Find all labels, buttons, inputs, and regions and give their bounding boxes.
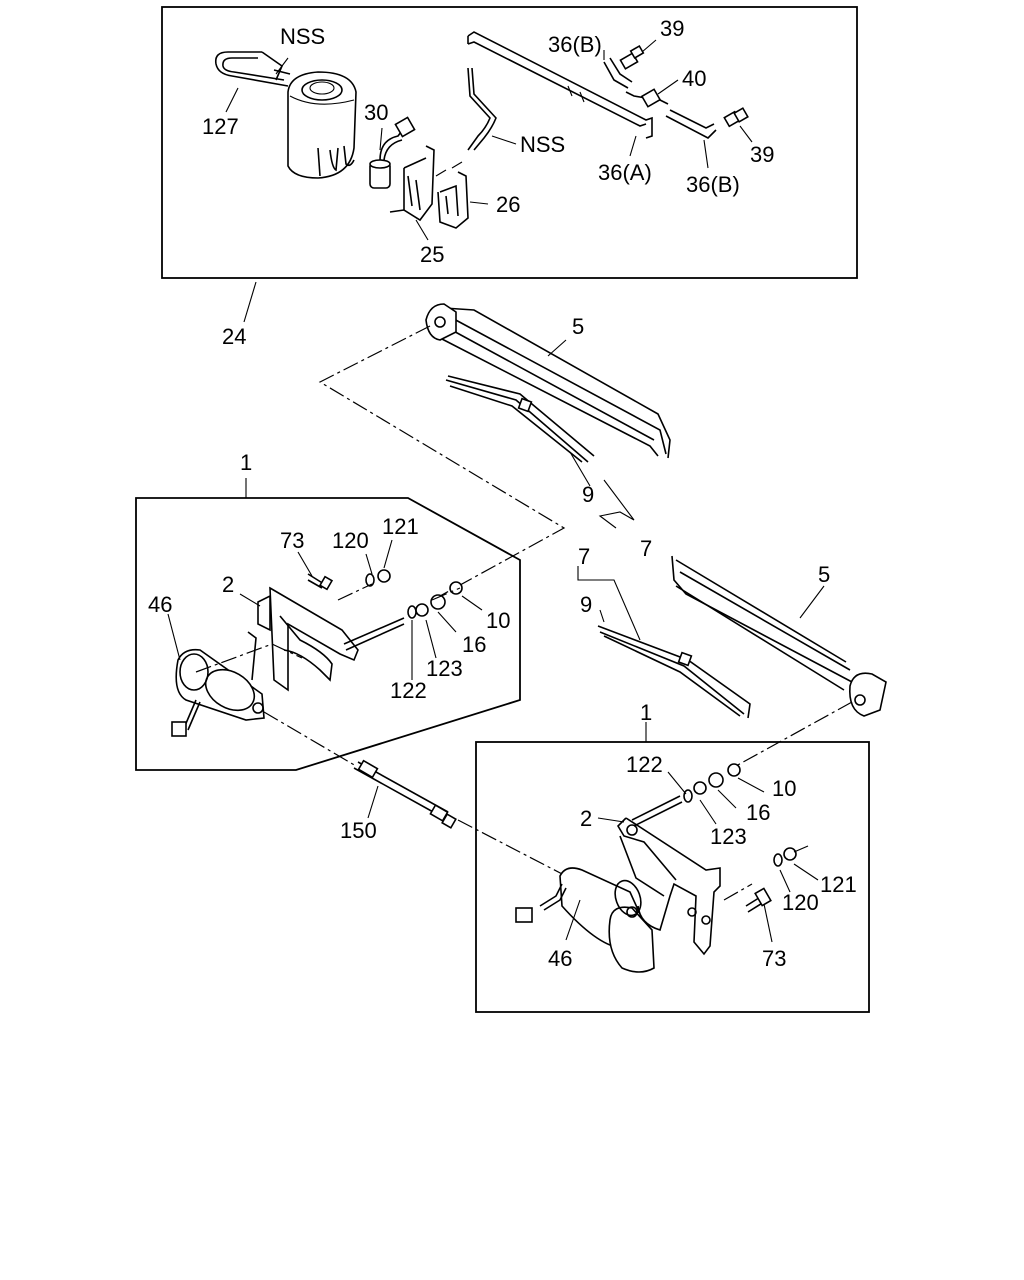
label-1-right: 1	[640, 700, 652, 725]
label-40: 40	[682, 66, 706, 91]
washer-tank-part	[287, 71, 357, 179]
washer-pipe-a-part	[467, 31, 653, 139]
label-24: 24	[222, 324, 246, 349]
washer-pump-part	[369, 116, 416, 189]
label-46-right: 46	[548, 946, 572, 971]
washer-hose-part	[467, 67, 491, 151]
label-39-top: 39	[660, 16, 684, 41]
label-39-right: 39	[750, 142, 774, 167]
label-127: 127	[202, 114, 239, 139]
label-2-left: 2	[222, 572, 234, 597]
part-number-labels: NSS 127 30 25 26 NSS 36(B) 39 40 39 36(A…	[148, 16, 857, 971]
wiper-motor-left-box	[135, 497, 521, 771]
label-10-left: 10	[486, 608, 510, 633]
label-7-top: 7	[640, 536, 652, 561]
pump-bracket-part	[389, 145, 435, 222]
dash-link-26	[435, 161, 463, 177]
label-5-top: 5	[572, 314, 584, 339]
link-rod-part	[353, 759, 457, 829]
tank-bracket-part	[437, 171, 469, 229]
tank-clamp-part	[214, 51, 291, 87]
check-valve-39-right	[723, 107, 749, 128]
label-30: 30	[364, 100, 388, 125]
label-121-left: 121	[382, 514, 419, 539]
label-9-mid: 9	[580, 592, 592, 617]
washer-hose-b-bottom-part	[665, 115, 717, 139]
label-150: 150	[340, 818, 377, 843]
hardware-right-part	[631, 763, 797, 913]
leaders-top	[225, 39, 753, 323]
wiper-blade-right-part	[597, 625, 751, 719]
label-nss-tank: NSS	[280, 24, 325, 49]
wiper-motor-left-part	[171, 648, 265, 737]
washer-group-box	[161, 6, 858, 279]
wiper-motor-right-part	[515, 867, 655, 973]
label-10-right: 10	[772, 776, 796, 801]
label-122-right: 122	[626, 752, 663, 777]
joint-40-part	[625, 88, 669, 108]
wiper-arm-right-part	[671, 555, 887, 717]
label-120-right: 120	[782, 890, 819, 915]
label-36b-bottom: 36(B)	[686, 172, 740, 197]
wiper-arm-top-part	[425, 303, 671, 459]
motor-bracket-left-part	[247, 586, 359, 692]
label-1-left: 1	[240, 450, 252, 475]
label-25: 25	[420, 242, 444, 267]
label-2-right: 2	[580, 806, 592, 831]
hardware-left-part	[307, 569, 463, 651]
leaders-left	[167, 539, 483, 680]
wiper-blade-top-part	[445, 375, 595, 463]
label-36a: 36(A)	[598, 160, 652, 185]
label-122-left: 122	[390, 678, 427, 703]
label-16-left: 16	[462, 632, 486, 657]
label-121-right: 121	[820, 872, 857, 897]
centerline-top-arm	[318, 325, 566, 597]
label-nss-hose: NSS	[520, 132, 565, 157]
label-123-right: 123	[710, 824, 747, 849]
label-73-right: 73	[762, 946, 786, 971]
label-7-mid: 7	[578, 544, 590, 569]
label-120-left: 120	[332, 528, 369, 553]
label-16-right: 16	[746, 800, 770, 825]
leaders-right	[565, 771, 819, 943]
wiper-motor-right-box	[475, 741, 870, 1013]
label-9-top: 9	[582, 482, 594, 507]
label-36b-top: 36(B)	[548, 32, 602, 57]
check-valve-39-top	[619, 44, 645, 70]
label-26: 26	[496, 192, 520, 217]
washer-hose-b-top-part	[603, 61, 629, 89]
label-73-left: 73	[280, 528, 304, 553]
label-5-right: 5	[818, 562, 830, 587]
label-46-left: 46	[148, 592, 172, 617]
label-123-left: 123	[426, 656, 463, 681]
